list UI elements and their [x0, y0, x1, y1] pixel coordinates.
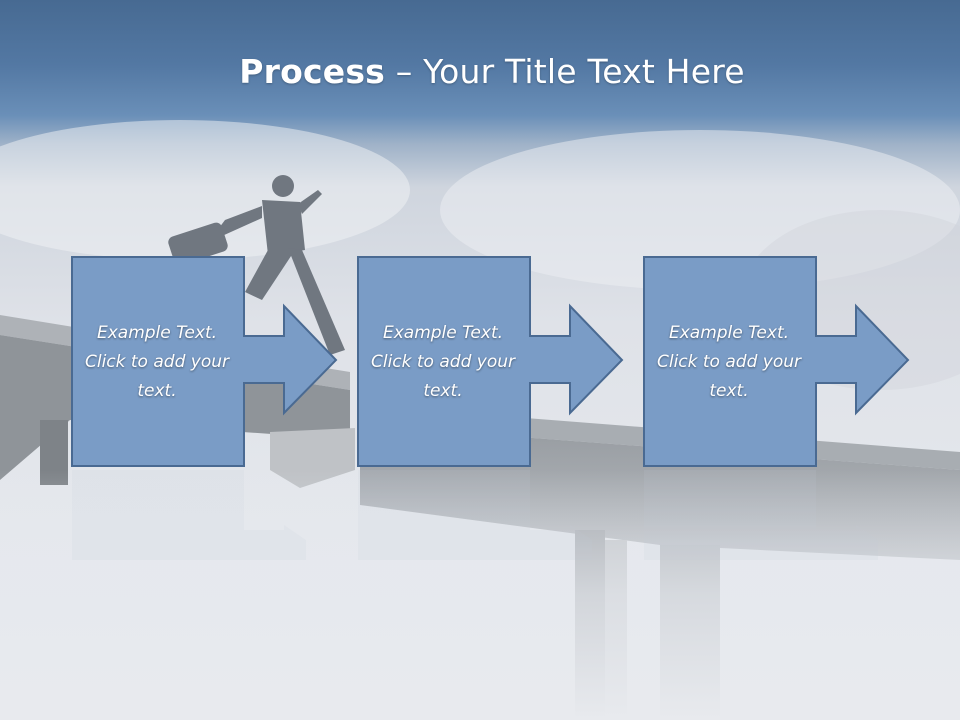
- process-step-2[interactable]: Example Text. Click to add your text.: [357, 256, 627, 468]
- step-reflection: [644, 470, 878, 560]
- step-arrow-shape: [643, 256, 910, 467]
- businessman-figure: [168, 175, 345, 355]
- step-reflection: [72, 470, 306, 560]
- step-text[interactable]: Example Text. Click to add your text.: [656, 322, 801, 401]
- process-step-1[interactable]: Example Text. Click to add your text.: [71, 256, 341, 468]
- step-arrow-shape: [71, 256, 338, 467]
- step-text[interactable]: Example Text. Click to add your text.: [84, 322, 229, 401]
- title-rest: – Your Title Text Here: [385, 52, 745, 91]
- step-arrow-shape: [357, 256, 624, 467]
- page-title[interactable]: Process – Your Title Text Here: [0, 52, 960, 91]
- process-step-3[interactable]: Example Text. Click to add your text.: [643, 256, 913, 468]
- step-reflection: [358, 470, 592, 560]
- title-bold: Process: [239, 52, 386, 91]
- step-text[interactable]: Example Text. Click to add your text.: [370, 322, 515, 401]
